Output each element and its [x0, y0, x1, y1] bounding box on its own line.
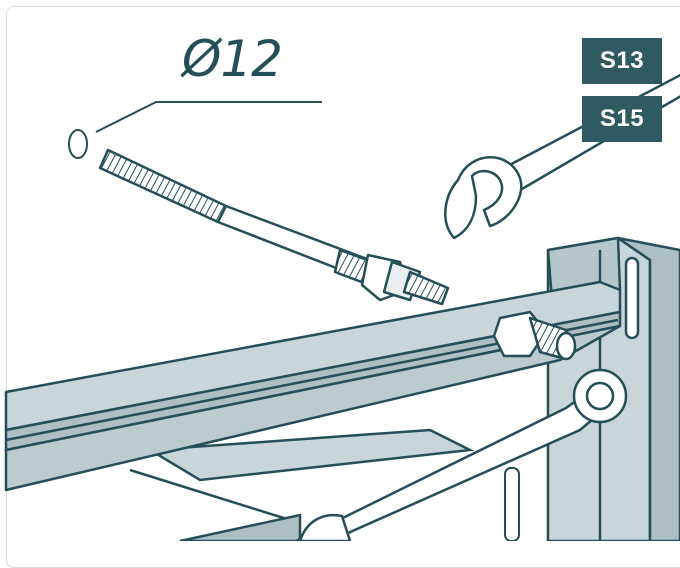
wrench-size-badge-s13: S13: [582, 38, 662, 84]
wrench-size-badge-s15: S15: [582, 96, 662, 142]
bolt: [98, 148, 450, 306]
horizontal-beam: [4, 280, 622, 492]
diameter-leader-line: [95, 101, 322, 133]
bolt-diameter-label: Ø12: [182, 30, 283, 88]
lower-slot: [504, 467, 520, 541]
bolt-tip-circle: [68, 129, 88, 159]
lower-frame: [129, 428, 475, 541]
wrench-lower: [294, 368, 628, 541]
nut-and-bolt-end: [492, 310, 577, 361]
assembly-illustration: [4, 73, 680, 541]
